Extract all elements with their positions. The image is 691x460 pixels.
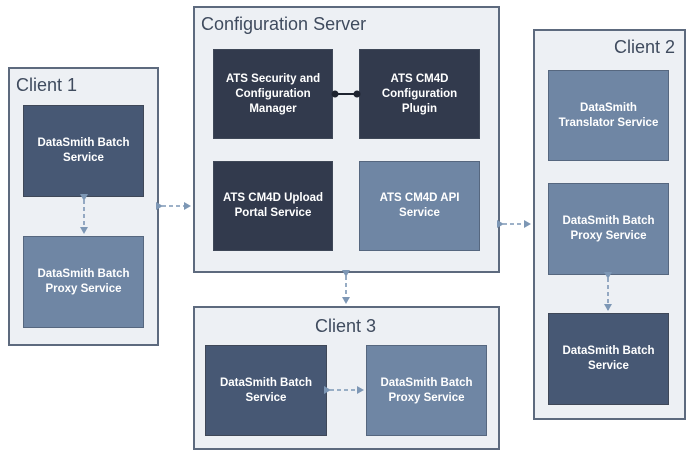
client1-batch-service: DataSmith Batch Service [23,105,144,197]
client2-batch-proxy-service: DataSmith Batch Proxy Service [548,183,669,275]
ats-security-config-manager: ATS Security and Configuration Manager [213,49,333,139]
client3-batch-proxy-service: DataSmith Batch Proxy Service [366,345,487,436]
ats-cm4d-upload-portal-service: ATS CM4D Upload Portal Service [213,161,333,251]
client2-title: Client 2 [613,37,675,57]
ats-cm4d-config-plugin: ATS CM4D Configuration Plugin [359,49,480,139]
client3-batch-service: DataSmith Batch Service [205,345,327,436]
connector-security-plugin [331,90,361,98]
ats-cm4d-api-service: ATS CM4D API Service [359,161,480,251]
client2-batch-service: DataSmith Batch Service [548,313,669,405]
client3-title: Client 3 [315,316,377,336]
client1-batch-proxy-service: DataSmith Batch Proxy Service [23,236,144,328]
client1-title: Client 1 [16,75,78,95]
client2-translator-service: DataSmith Translator Service [548,70,669,161]
config-server-title: Configuration Server [201,14,367,34]
